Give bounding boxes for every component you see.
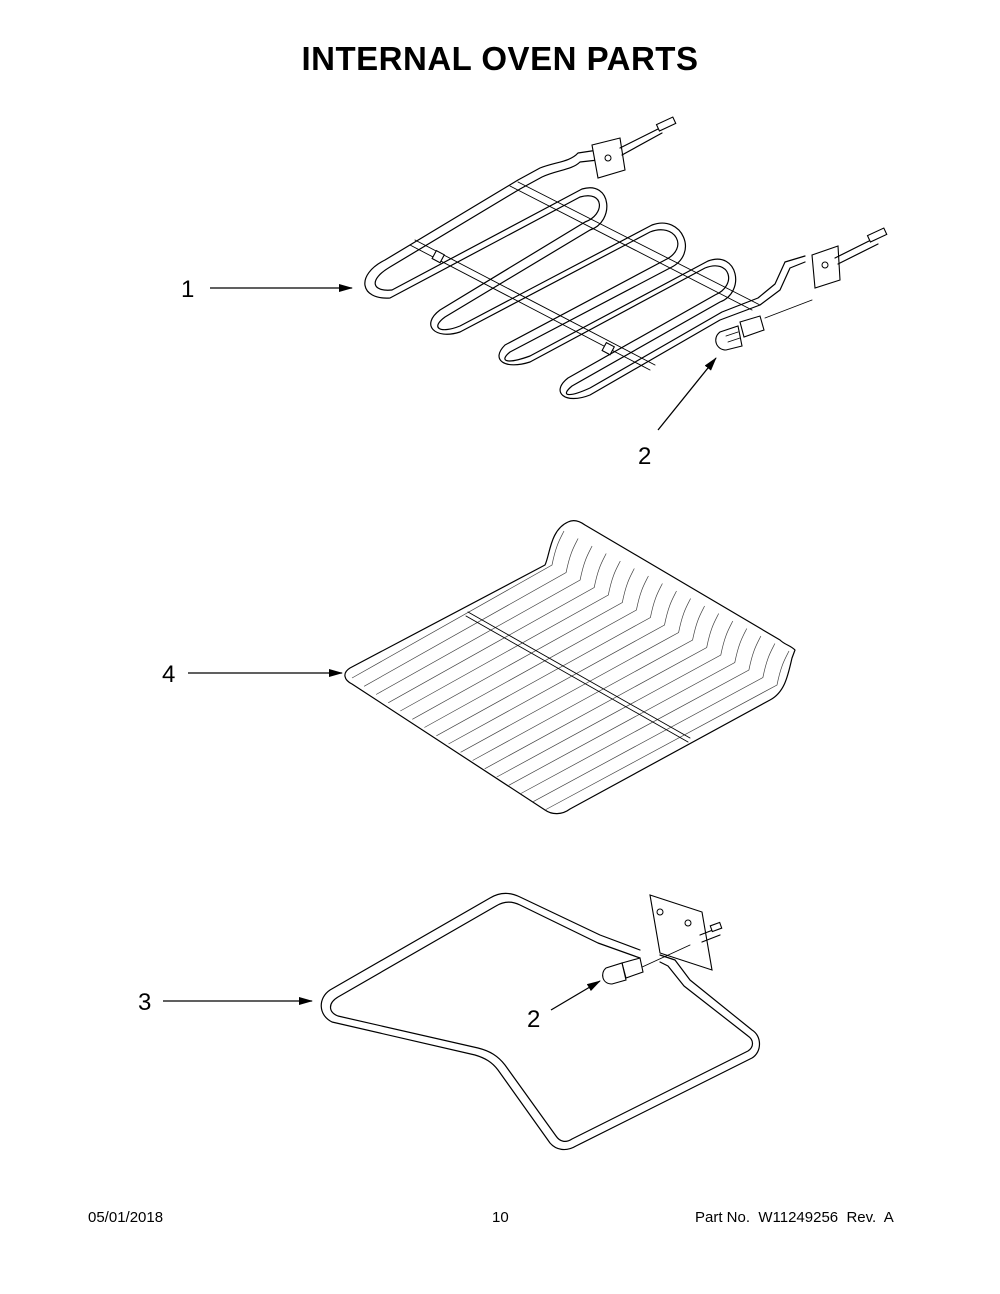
callout-label-2-lower: 2 [527, 1006, 541, 1033]
callout-arrow-2-upper [657, 357, 717, 431]
oven-rack [344, 520, 796, 815]
footer-page-number: 10 [492, 1209, 509, 1226]
callout-arrow-2-lower [550, 980, 601, 1011]
callout-label-1: 1 [181, 276, 195, 303]
callout-label-2-upper: 2 [638, 443, 652, 470]
footer-part-number: Part No. W11249256 Rev. A [695, 1209, 894, 1226]
callout-label-4: 4 [162, 661, 176, 688]
broil-element [364, 116, 888, 400]
bake-element [320, 892, 761, 1151]
callout-label-3: 3 [138, 989, 152, 1016]
page-title: INTERNAL OVEN PARTS [301, 40, 699, 77]
footer-date: 05/01/2018 [88, 1209, 164, 1226]
